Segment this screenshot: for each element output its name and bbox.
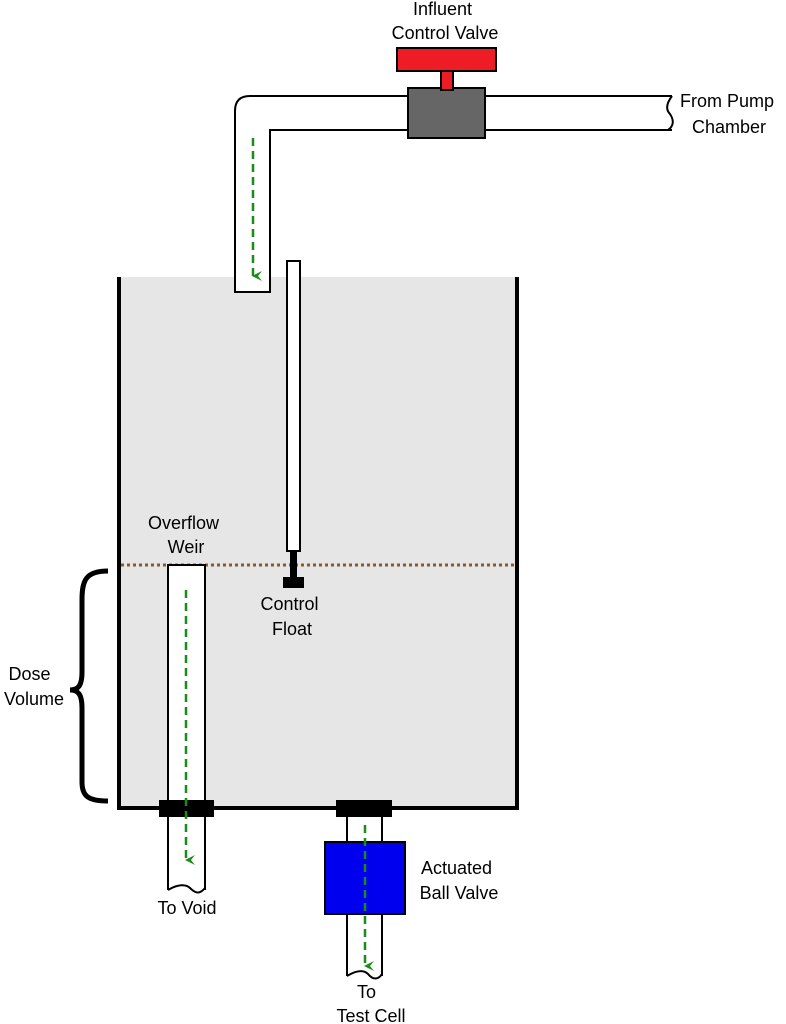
tank-walls (117, 277, 519, 810)
control-float-label: Control Float (260, 594, 323, 639)
influent-valve-stem (440, 69, 454, 91)
from-pump-label: From Pump Chamber (680, 91, 779, 137)
control-float (283, 577, 304, 588)
weir-outlet-break (167, 884, 206, 894)
influent-valve-handle (396, 47, 497, 72)
to-void-label: To Void (157, 898, 216, 918)
bottom-outlet-flange (336, 800, 392, 817)
influent-valve-label: Influent Control Valve (392, 0, 499, 43)
test-cell-pipe-break (346, 970, 383, 980)
ball-valve-label: Actuated Ball Valve (420, 858, 499, 903)
dose-volume-brace (69, 568, 109, 804)
float-stem (290, 551, 297, 577)
weir-flange (159, 800, 214, 817)
pipe-break-end (666, 95, 674, 131)
to-test-cell-label: To Test Cell (336, 982, 405, 1024)
overflow-weir-label: Overflow Weir (148, 513, 224, 557)
dose-volume-label: Dose Volume (4, 664, 64, 709)
influent-pipe (234, 95, 672, 293)
float-rod (286, 260, 301, 552)
influent-valve-body (407, 87, 486, 139)
